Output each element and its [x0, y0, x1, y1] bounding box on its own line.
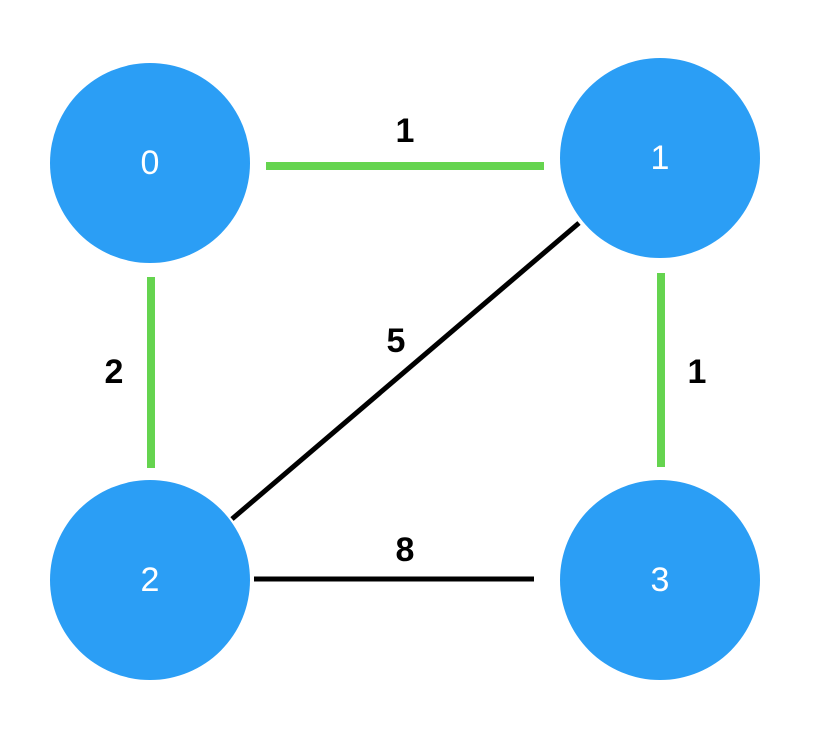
node-label-layer: 0 1 2 3 — [141, 139, 670, 599]
edge-1-3-weight: 1 — [688, 353, 707, 391]
node-0-label: 0 — [141, 144, 160, 182]
edge-1-2-line[interactable] — [230, 221, 581, 521]
edge-0-1-weight: 1 — [396, 112, 415, 150]
node-1-circle[interactable] — [560, 58, 760, 258]
node-3-label: 3 — [651, 561, 670, 599]
node-2-label: 2 — [141, 561, 160, 599]
node-2-circle[interactable] — [50, 480, 250, 680]
node-1-label: 1 — [651, 139, 670, 177]
edge-0-2-weight: 2 — [105, 353, 124, 391]
node-layer — [50, 58, 760, 680]
edge-weight-layer: 1 2 1 5 8 — [105, 112, 707, 569]
node-0-circle[interactable] — [50, 63, 250, 263]
node-3-circle[interactable] — [560, 480, 760, 680]
edge-2-3-weight: 8 — [396, 531, 415, 569]
edge-1-2-weight: 5 — [387, 322, 406, 360]
edge-layer — [147, 162, 665, 582]
